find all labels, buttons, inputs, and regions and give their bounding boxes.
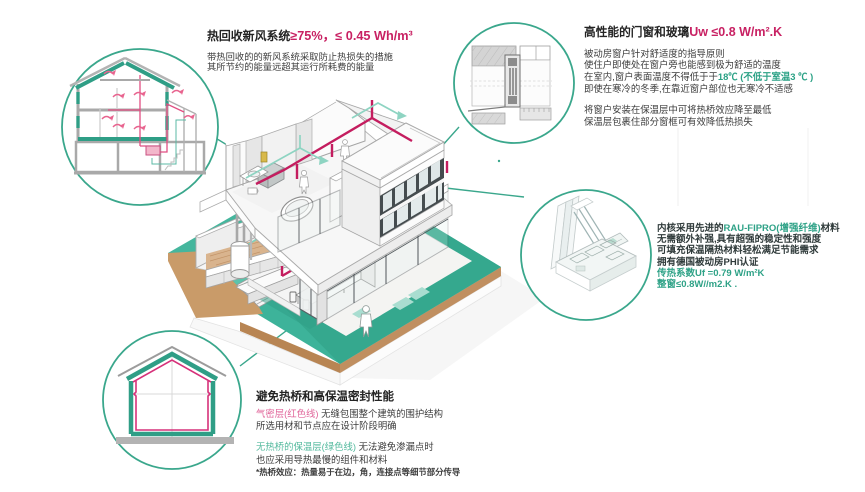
thermal-line1-highlight: 气密层(红色线) [256,408,319,419]
duct-upper [255,100,449,186]
windows-line5: 将窗户安装在保温层中可将热桥效应降至最低 [584,103,772,115]
windows-line2: 使住户即使处在窗户旁也能感到极为舒适的温度 [584,59,781,71]
section-profile-text: 内核采用先进的RAU-FIPRO(增强纤维)材料 无需额外补强,具有超强的稳定性… [657,223,840,290]
thermal-line2: 所选用材和节点应在设计阶段明确 [256,420,397,432]
utility-pipes [230,210,253,279]
ventilation-title: 热回收新风系统≥75%，≤ 0.45 Wh/m³ [207,25,413,44]
section-windows-text: 高性能的门窗和玻璃Uw ≤0.8 W/m².K 被动房窗户针对舒适度的指导原则 … [584,23,813,128]
windows-title-value: Uw ≤0.8 W/m².K [689,25,783,39]
figure-outdoor [359,305,373,338]
windows-line3: 在室内,窗户表面温度不得低于于18℃ (不低于室温3 ℃ ) [584,71,813,83]
profile-line2: 无需额外补强,具有超强的稳定性和强度 [657,234,822,246]
profile-line1-highlight: RAU-FIPRO(增强纤维) [723,223,821,234]
windows-line6: 保温层包裹住部分窗框可有效降低热损失 [584,115,753,127]
profile-line6: 整窗≤0.8W//m2.K . [657,279,738,291]
right-wing [340,122,446,247]
thermal-line1-post: 无缝包围整个建筑的围护结构 [321,408,443,419]
section-thermal-text: 避免热桥和高保温密封性能 气密层(红色线) 无缝包围整个建筑的围护结构 所选用材… [256,388,460,478]
thermal-line3-post: 无法避免渗漏点时 [358,441,434,453]
upper-floor [225,98,449,253]
profile-line3: 可填充保温隔热材料轻松满足节能需求 [657,245,819,257]
envelope-house [116,345,234,444]
ventilation-title-text: 热回收新风系统 [207,29,291,43]
callout-window-installation [453,22,575,144]
figure-upper [299,170,309,195]
callout-window-profile [520,189,652,321]
connector-window-profile [436,186,525,198]
thermal-line3: 无热桥的保温层(绿色线) 无法避免渗漏点时 [256,441,460,453]
thermal-title: 避免热桥和高保温密封性能 [256,391,394,403]
vent-lines-upper [245,102,401,179]
profile-line1-pre: 内核采用先进的 [657,223,724,234]
section-house [69,56,206,175]
small-dot [497,159,501,163]
windows-line1: 被动房窗户针对舒适度的指导原则 [584,47,725,59]
windows-line3-pre: 在室内,窗户表面温度不得低于于 [584,71,718,83]
windows-title-text: 高性能的门窗和玻璃 [584,26,690,39]
bathtub [280,196,314,222]
isometric-house [168,98,545,386]
ventilation-line1: 带热回收的的新风系统采取防止热损失的措施 [207,51,393,62]
profile-line1: 内核采用先进的RAU-FIPRO(增强纤维)材料 [657,223,840,234]
ventilation-line2: 其所节约的能量远超其运行所耗费的能量 [207,62,375,73]
profile-line5: 传热系数Uf =0.79 W/m²K [657,267,765,279]
upper-glazed-wall [277,189,341,253]
thermal-line1: 气密层(红色线) 无缝包围整个建筑的围护结构 [256,408,460,420]
window-section-drawing [467,45,552,125]
callout-ventilation-section [61,48,219,206]
profile-line4: 拥有德国被动房PHI认证 [657,256,759,268]
thermal-line3-highlight: 无热桥的保温层(绿色线) [256,441,356,453]
callout-thermal-envelope [102,330,242,470]
thermal-footnote: *热桥效应：热量易于在边，角，连接点等细节部分传导 [256,466,461,477]
windows-line4: 即使在寒冷的冬季,在靠近窗户部位也无寒冷不适感 [584,83,793,95]
windows-line3-highlight: 18℃ (不低于室温3 ℃ ) [717,71,814,83]
profile-line1-post: 材料 [820,223,840,234]
ventilation-title-value: ≥75%，≤ 0.45 Wh/m³ [290,29,413,43]
windows-title: 高性能的门窗和玻璃Uw ≤0.8 W/m².K [584,23,813,40]
thermal-line4: 也应采用导热最慢的组件和材料 [256,453,388,465]
window-profile-3d [550,195,637,292]
faint-guide-lines [677,128,809,206]
toilet [247,187,259,195]
section-ventilation-text: 热回收新风系统≥75%，≤ 0.45 Wh/m³ 带热回收的的新风系统采取防止热… [207,25,413,73]
